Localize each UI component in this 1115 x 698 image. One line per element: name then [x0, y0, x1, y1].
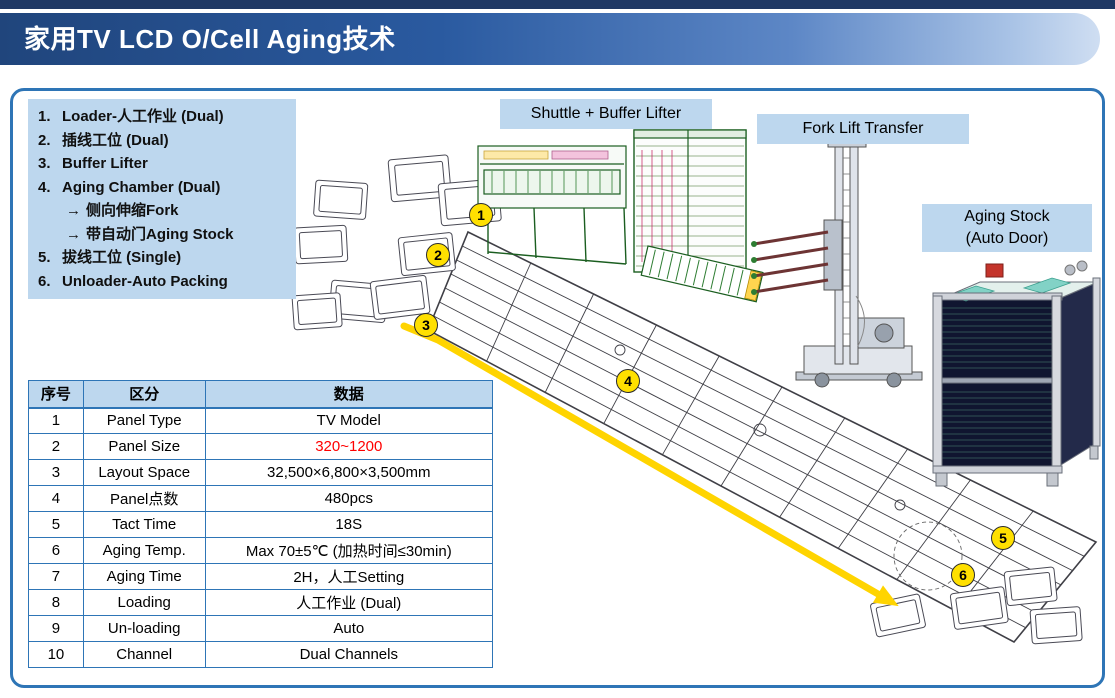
legend-item-number: → — [66, 202, 81, 219]
spec-table-head-row: 序号区分数据 — [28, 380, 494, 409]
cell-category: Panel Type — [82, 407, 206, 434]
legend-item-label: Unloader-Auto Packing — [62, 272, 228, 290]
diagram-marker: 2 — [426, 243, 450, 267]
legend-item-label: 侧向伸缩Fork — [86, 202, 179, 219]
legend-item: → 带自动门Aging Stock — [38, 223, 290, 247]
panel-trays-output — [870, 566, 1083, 645]
legend-item-number: 2. — [38, 131, 51, 149]
cell-category: Un-loading — [82, 615, 206, 642]
cell-value: 32,500×6,800×3,500mm — [204, 459, 494, 486]
label-fork-lift-transfer: Fork Lift Transfer — [757, 114, 969, 144]
legend-item-label: 插线工位 (Dual) — [62, 131, 169, 149]
legend-item-label: 拔线工位 (Single) — [62, 249, 182, 266]
cell-category: Layout Space — [82, 459, 206, 486]
column-header: 数据 — [204, 380, 494, 409]
cell-no: 2 — [28, 433, 84, 460]
cell-category: Panel Size — [82, 433, 206, 460]
legend-item: 3. Buffer Lifter — [38, 152, 290, 176]
label-text: Shuttle + Buffer Lifter — [530, 105, 682, 122]
cell-no: 10 — [28, 641, 84, 668]
page-title: 家用TV LCD O/Cell Aging技术 — [24, 24, 396, 54]
label-text: Aging Stock — [964, 208, 1050, 225]
legend: 1. Loader-人工作业 (Dual) 2. 插线工位 (Dual) 3. Buffe… — [28, 99, 296, 299]
cell-category: Aging Time — [82, 563, 206, 590]
cell-no: 1 — [28, 407, 84, 434]
cell-value: TV Model — [204, 407, 494, 434]
legend-item-label: Aging Chamber (Dual) — [62, 178, 221, 196]
legend-item: → 侧向伸缩Fork — [38, 199, 290, 223]
cell-category: Loading — [82, 589, 206, 616]
legend-list: 1. Loader-人工作业 (Dual) 2. 插线工位 (Dual) 3. Buffe… — [38, 105, 290, 293]
cell-no: 6 — [28, 537, 84, 564]
cell-category: Channel — [82, 641, 206, 668]
diagram-marker: 4 — [616, 369, 640, 393]
aging-stock-drawing — [932, 260, 1101, 487]
legend-item-label: Loader-人工作业 (Dual) — [62, 108, 224, 125]
content-frame — [10, 88, 1105, 688]
shuttle-buffer-lifter-drawing — [477, 129, 764, 303]
label-aging-stock: Aging Stock (Auto Door) — [922, 204, 1092, 252]
cell-no: 9 — [28, 615, 84, 642]
cell-category: Panel点数 — [82, 485, 206, 512]
legend-item: 2. 插线工位 (Dual) — [38, 129, 290, 153]
legend-item: 4. Aging Chamber (Dual) — [38, 176, 290, 200]
cell-no: 5 — [28, 511, 84, 538]
cell-value: 人工作业 (Dual) — [204, 589, 494, 616]
legend-item-number: 4. — [38, 178, 51, 196]
legend-item: 1. Loader-人工作业 (Dual) — [38, 105, 290, 129]
cell-no: 8 — [28, 589, 84, 616]
legend-item-label: Buffer Lifter — [62, 155, 148, 172]
diagram-marker: 3 — [414, 313, 438, 337]
cell-category: Aging Temp. — [82, 537, 206, 564]
cell-value: Max 70±5℃ (加热时间≤30min) — [204, 537, 494, 564]
cell-no: 4 — [28, 485, 84, 512]
title-band — [0, 13, 1100, 65]
cell-no: 3 — [28, 459, 84, 486]
cell-value: 320~1200 — [204, 433, 494, 460]
cell-category: Tact Time — [82, 511, 206, 538]
fork-lift-transfer-drawing — [751, 137, 923, 388]
label-shuttle-buffer-lifter: Shuttle + Buffer Lifter — [500, 99, 712, 129]
cell-value: 2H，人工Setting — [204, 563, 494, 590]
legend-item: 5. 拔线工位 (Single) — [38, 246, 290, 270]
top-strip — [0, 0, 1115, 9]
diagram-marker: 5 — [991, 526, 1015, 550]
cell-value: 480pcs — [204, 485, 494, 512]
legend-item-number: 6. — [38, 272, 51, 290]
label-text: Fork Lift Transfer — [802, 120, 924, 137]
legend-item-number: 3. — [38, 155, 51, 172]
legend-item: 6. Unloader-Auto Packing — [38, 270, 290, 294]
column-header: 区分 — [82, 380, 206, 409]
cell-value: 18S — [204, 511, 494, 538]
panel-trays-input — [291, 154, 502, 331]
legend-item-label: 带自动门Aging Stock — [86, 225, 234, 243]
legend-item-number: 5. — [38, 249, 51, 266]
label-text: (Auto Door) — [965, 230, 1049, 247]
cell-value: Auto — [204, 615, 494, 642]
column-header: 序号 — [28, 380, 84, 409]
diagram-marker: 6 — [951, 563, 975, 587]
diagram-marker: 1 — [469, 203, 493, 227]
legend-item-number: → — [66, 225, 81, 243]
cell-no: 7 — [28, 563, 84, 590]
conveyor-line-drawing — [426, 230, 1098, 644]
legend-item-number: 1. — [38, 108, 51, 125]
cell-value: Dual Channels — [204, 641, 494, 668]
